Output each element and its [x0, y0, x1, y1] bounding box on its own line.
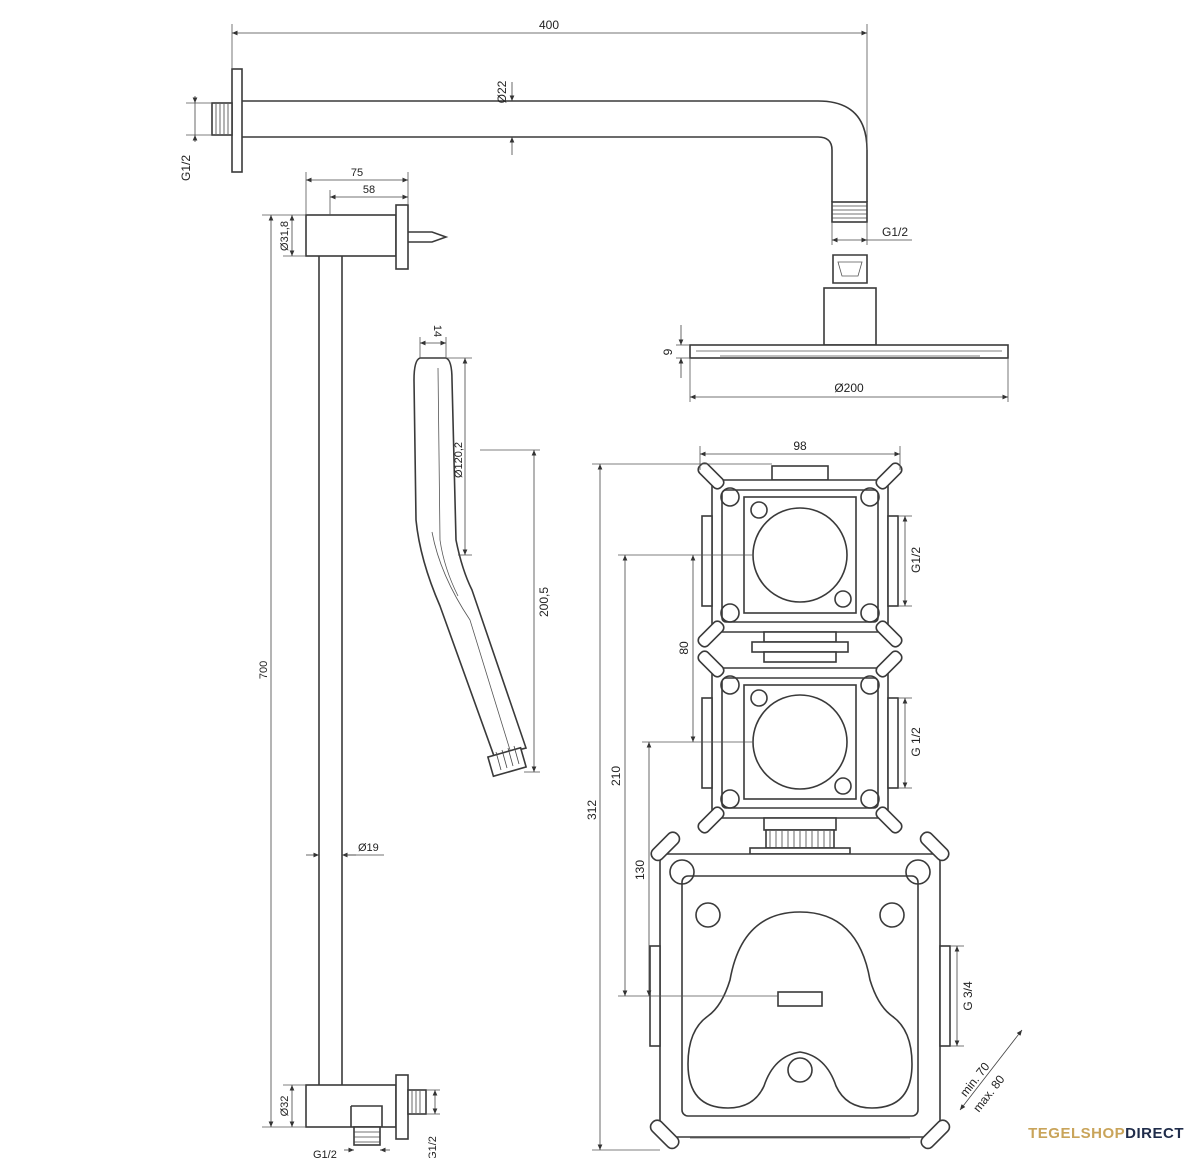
height-210-label: 210 [609, 766, 623, 786]
main-valve-box [649, 831, 951, 1150]
handshower-thickness-label: 14 [431, 325, 443, 337]
dim-200-5: 200,5 [480, 449, 551, 773]
dim-80: 80 [677, 554, 752, 743]
rail-length-label: 700 [258, 661, 270, 679]
bracket-depth-outer-label: 75 [351, 167, 363, 179]
dim-head-diameter: Ø200 [689, 358, 1009, 402]
outlet-thread-side-label: G1/2 [427, 1136, 439, 1158]
dim-98: 98 [699, 439, 901, 470]
brand-logo-part2: DIRECT [1125, 1125, 1184, 1142]
dim-312: 312 [585, 463, 772, 1151]
dim-d22: Ø22 [495, 80, 515, 155]
hand-shower [413, 357, 528, 778]
valve-spacing-label: 80 [677, 641, 691, 655]
arm-thread-connector [823, 201, 877, 346]
slide-rail [305, 204, 449, 1146]
dim-210: 210 [609, 554, 778, 997]
dim-58: 58 [329, 184, 408, 215]
dim-upper-thread: G1/2 [898, 515, 923, 607]
head-thread-label: G1/2 [882, 225, 908, 239]
rail-diameter-label: Ø19 [358, 842, 379, 854]
arm-length-label: 400 [539, 18, 559, 32]
brand-logo-part1: TEGELSHOP [1028, 1125, 1126, 1142]
bracket-diameter-bottom-label: Ø32 [279, 1096, 291, 1117]
dim-arm-thread: G1/2 [179, 96, 212, 181]
dim-d120: Ø120,2 [446, 357, 472, 556]
dim-d32: Ø32 [279, 1084, 306, 1127]
upper-valve-box [697, 462, 903, 663]
dim-outlet-thread-side: G1/2 [426, 1089, 440, 1158]
main-valve-thread-label: G 3/4 [961, 981, 975, 1011]
middle-valve-thread-label: G 1/2 [909, 727, 923, 757]
dim-middle-thread: G 1/2 [898, 697, 923, 789]
handshower-diameter-label: Ø120,2 [453, 442, 465, 478]
bracket-diameter-top-label: Ø31,8 [279, 221, 291, 251]
wall-arm [211, 68, 868, 202]
head-height-label: 9 [661, 348, 675, 355]
box-width-label: 98 [793, 439, 807, 453]
upper-valve-thread-label: G1/2 [909, 547, 923, 573]
outlet-thread-bottom-label: G1/2 [313, 1149, 337, 1158]
dim-d31-8: Ø31,8 [279, 214, 306, 257]
dim-head-height: 9 [661, 325, 690, 378]
dim-400: 400 [231, 18, 868, 150]
dim-75: 75 [305, 167, 409, 215]
height-130-label: 130 [633, 860, 647, 880]
total-height-label: 312 [585, 800, 599, 820]
head-diameter-label: Ø200 [834, 381, 864, 395]
brand-logo: TEGELSHOPDIRECT [1028, 1125, 1184, 1142]
handshower-length-label: 200,5 [537, 587, 551, 617]
dim-700: 700 [258, 214, 306, 1128]
dim-outlet-thread-bottom: G1/2 [313, 1147, 390, 1158]
bracket-depth-inner-label: 58 [363, 184, 375, 196]
dim-14: 14 [419, 325, 447, 358]
dim-d19: Ø19 [306, 842, 384, 858]
arm-thread-label: G1/2 [179, 155, 193, 181]
arm-diameter-label: Ø22 [495, 80, 509, 103]
dim-130: 130 [633, 741, 686, 996]
middle-valve-box [697, 650, 903, 855]
shower-head [689, 344, 1009, 359]
dim-main-thread: G 3/4 [950, 945, 975, 1047]
dim-install-depth: min. 70 max. 80 [957, 1029, 1023, 1115]
dim-head-thread: G1/2 [831, 222, 912, 245]
